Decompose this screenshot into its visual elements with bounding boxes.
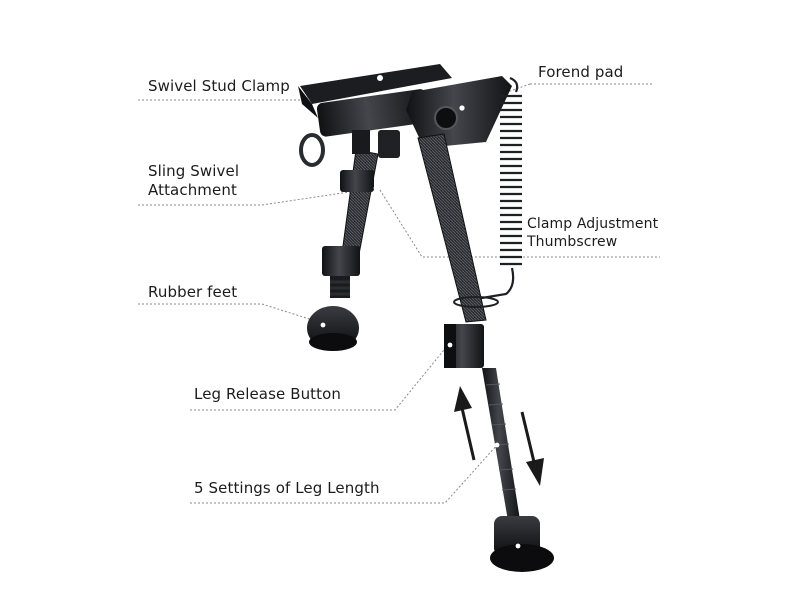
leader-sling-swivel [138,187,377,206]
label-forend-pad: Forend pad [538,63,624,81]
arrow-down-icon [520,411,544,486]
label-sling-swivel-line1: Sling Swivel [148,162,240,180]
back-leg-release-block [322,246,360,276]
label-rubber-feet: Rubber feet [148,283,238,301]
front-leg-release-block [444,324,484,368]
leader-rubber-feet [138,303,323,324]
back-leg-spring [330,280,350,296]
tension-spring [469,76,522,302]
label-sling-swivel-line2: Attachment [148,181,237,199]
back-leg [307,149,379,351]
label-leg-length-settings: 5 Settings of Leg Length [194,479,380,497]
leader-clamp-adjustment [379,189,660,258]
label-clamp-adjustment-line1: Clamp Adjustment [527,216,659,232]
front-leg-upper [373,133,487,323]
back-leg-collar [340,170,374,192]
label-clamp-adjustment-line2: Thumbscrew [527,234,618,250]
leader-leg-length [190,444,498,504]
sling-swivel-ring [299,133,325,167]
label-leg-release-button: Leg Release Button [194,385,342,403]
leader-leg-release [190,344,449,411]
bipod-head [298,64,512,158]
arrow-up-icon [454,386,476,461]
front-leg-lower [482,368,520,521]
front-rubber-foot [490,516,554,572]
label-swivel-stud-clamp: Swivel Stud Clamp [148,77,290,95]
spring-loop [453,296,499,308]
